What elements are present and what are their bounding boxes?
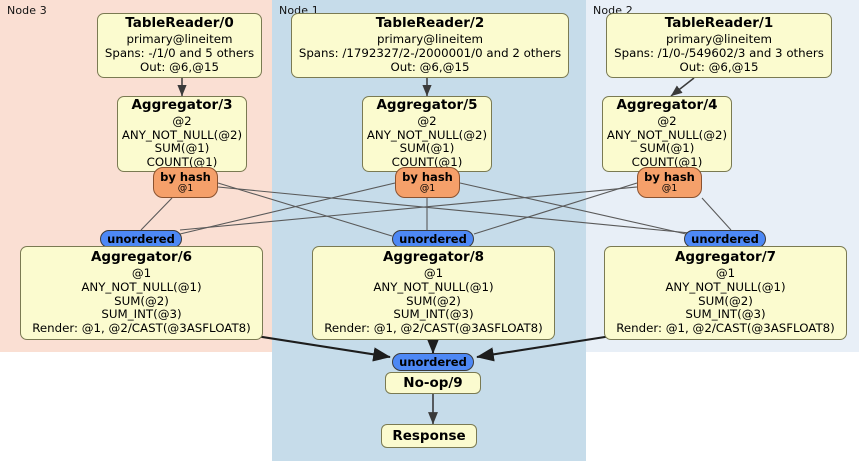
box-noop-9[interactable]: No-op/9 bbox=[385, 372, 481, 394]
hash-router-3[interactable]: by hash @1 bbox=[153, 167, 218, 198]
box-line: SUM_INT(@3) bbox=[393, 307, 474, 322]
box-aggregator-6[interactable]: Aggregator/6 @1 ANY_NOT_NULL(@1) SUM(@2)… bbox=[20, 246, 263, 340]
box-line: Spans: /1792327/2-/2000001/0 and 2 other… bbox=[298, 46, 562, 60]
box-title: Aggregator/6 bbox=[90, 248, 193, 265]
box-line: Render: @1, @2/CAST(@3ASFLOAT8) bbox=[32, 321, 251, 336]
box-line: @2 bbox=[417, 113, 437, 128]
box-line: primary@lineitem bbox=[126, 32, 233, 47]
box-line: Render: @1, @2/CAST(@3ASFLOAT8) bbox=[324, 321, 543, 336]
box-table-reader-1[interactable]: TableReader/1 primary@lineitem Spans: /1… bbox=[606, 13, 832, 78]
box-line: @1 bbox=[423, 265, 444, 280]
box-line: @1 bbox=[131, 265, 152, 280]
box-table-reader-0[interactable]: TableReader/0 primary@lineitem Spans: -/… bbox=[97, 13, 262, 78]
box-line: Spans: /1/0-/549602/3 and 3 others bbox=[614, 46, 824, 60]
box-line: @2 bbox=[657, 113, 677, 128]
box-title: Aggregator/3 bbox=[131, 96, 233, 113]
box-line: SUM(@1) bbox=[639, 141, 695, 156]
hash-sub: @1 bbox=[177, 182, 194, 194]
hash-sub: @1 bbox=[419, 182, 436, 194]
unordered-left[interactable]: unordered bbox=[100, 230, 182, 248]
box-title: Aggregator/4 bbox=[616, 96, 718, 113]
box-line: ANY_NOT_NULL(@2) bbox=[121, 127, 243, 142]
box-line: Out: @6,@15 bbox=[390, 59, 470, 74]
box-line: ANY_NOT_NULL(@2) bbox=[366, 127, 488, 142]
box-line: ANY_NOT_NULL(@1) bbox=[665, 279, 786, 294]
hash-label: by hash bbox=[644, 170, 695, 185]
box-line: @2 bbox=[172, 113, 192, 128]
box-line: SUM(@2) bbox=[406, 293, 461, 308]
box-line: SUM(@1) bbox=[154, 141, 210, 156]
box-title: Aggregator/8 bbox=[382, 248, 485, 265]
box-line: Render: @1, @2/CAST(@3ASFLOAT8) bbox=[616, 321, 835, 336]
box-line: SUM(@1) bbox=[399, 141, 455, 156]
box-title: Aggregator/7 bbox=[674, 248, 777, 265]
box-aggregator-7[interactable]: Aggregator/7 @1 ANY_NOT_NULL(@1) SUM(@2)… bbox=[604, 246, 847, 340]
box-line: COUNT(@1) bbox=[391, 155, 463, 170]
hash-label: by hash bbox=[402, 170, 453, 185]
hash-sub: @1 bbox=[661, 182, 678, 194]
hash-label: by hash bbox=[160, 170, 211, 185]
panel-label-node3: Node 3 bbox=[7, 4, 47, 17]
hash-router-4[interactable]: by hash @1 bbox=[637, 167, 702, 198]
unordered-final[interactable]: unordered bbox=[392, 353, 474, 371]
box-aggregator-5[interactable]: Aggregator/5 @2 ANY_NOT_NULL(@2) SUM(@1)… bbox=[362, 96, 492, 172]
box-line: primary@lineitem bbox=[377, 32, 483, 47]
box-line: SUM_INT(@3) bbox=[685, 307, 766, 322]
box-aggregator-4[interactable]: Aggregator/4 @2 ANY_NOT_NULL(@2) SUM(@1)… bbox=[602, 96, 732, 172]
box-line: COUNT(@1) bbox=[146, 155, 218, 170]
box-line: Out: @6,@15 bbox=[140, 59, 219, 74]
box-title: Aggregator/5 bbox=[376, 96, 478, 113]
box-line: Out: @6,@15 bbox=[679, 59, 759, 74]
box-line: SUM(@2) bbox=[114, 293, 169, 308]
box-title: TableReader/1 bbox=[664, 15, 774, 32]
box-line: primary@lineitem bbox=[666, 32, 772, 47]
box-title: TableReader/2 bbox=[375, 15, 485, 32]
box-response[interactable]: Response bbox=[381, 424, 477, 448]
unordered-middle[interactable]: unordered bbox=[392, 230, 474, 248]
box-line: COUNT(@1) bbox=[631, 155, 703, 170]
box-title: TableReader/0 bbox=[125, 15, 234, 32]
hash-router-5[interactable]: by hash @1 bbox=[395, 167, 460, 198]
box-line: SUM_INT(@3) bbox=[101, 307, 182, 322]
box-line: ANY_NOT_NULL(@1) bbox=[373, 279, 494, 294]
box-line: Spans: -/1/0 and 5 others bbox=[104, 46, 255, 60]
box-line: ANY_NOT_NULL(@1) bbox=[81, 279, 202, 294]
box-aggregator-8[interactable]: Aggregator/8 @1 ANY_NOT_NULL(@1) SUM(@2)… bbox=[312, 246, 555, 340]
box-line: SUM(@2) bbox=[698, 293, 753, 308]
box-aggregator-3[interactable]: Aggregator/3 @2 ANY_NOT_NULL(@2) SUM(@1)… bbox=[117, 96, 247, 172]
box-line: @1 bbox=[715, 265, 736, 280]
box-table-reader-2[interactable]: TableReader/2 primary@lineitem Spans: /1… bbox=[291, 13, 569, 78]
box-line: ANY_NOT_NULL(@2) bbox=[606, 127, 728, 142]
